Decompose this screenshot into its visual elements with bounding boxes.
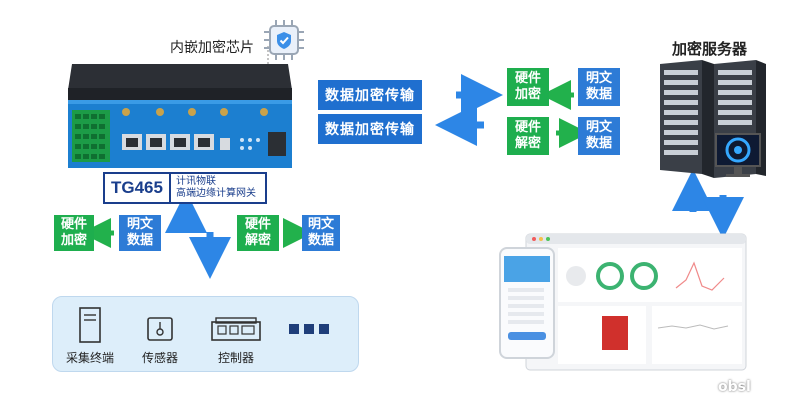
plaintext-box-left-1: 明文 数据 <box>119 215 161 251</box>
plaintext-box-right-2: 明文 数据 <box>578 117 620 155</box>
device-label-controller: 控制器 <box>217 351 254 365</box>
hw-encrypt-box-right: 硬件 加密 <box>507 68 549 106</box>
server-label: 加密服务器 <box>672 40 748 58</box>
hw-encrypt-box-left: 硬件 加密 <box>54 215 94 251</box>
encrypted-transfer-box-top: 数据加密传输 <box>318 80 422 110</box>
device-label-sensor: 传感器 <box>141 351 178 365</box>
gateway-label: TG465 计讯物联 高端边缘计算网关 <box>103 172 267 204</box>
server-rack-image <box>660 60 766 178</box>
plaintext-box-right-1: 明文 数据 <box>578 68 620 106</box>
watermark: obsl <box>718 379 751 395</box>
terminal-icon <box>79 307 101 343</box>
plaintext-box-left-2: 明文 数据 <box>302 215 340 251</box>
gateway-model: TG465 <box>105 174 171 202</box>
gateway-desc: 高端边缘计算网关 <box>175 188 256 199</box>
sensor-icon <box>147 317 173 341</box>
controller-icon <box>211 317 261 341</box>
chip-icon <box>264 20 304 60</box>
encrypted-transfer-box-bottom: 数据加密传输 <box>318 114 422 144</box>
dashboard-mockup-image <box>499 233 747 371</box>
gateway-brand: 计讯物联 <box>175 176 216 187</box>
hw-decrypt-box-right: 硬件 解密 <box>507 117 549 155</box>
gateway-device-image <box>68 64 292 168</box>
hw-decrypt-box-left: 硬件 解密 <box>237 215 279 251</box>
device-label-terminal: 采集终端 <box>65 351 114 365</box>
chip-label: 内嵌加密芯片 <box>170 40 254 56</box>
more-icon <box>289 324 329 334</box>
device-panel <box>52 296 359 372</box>
